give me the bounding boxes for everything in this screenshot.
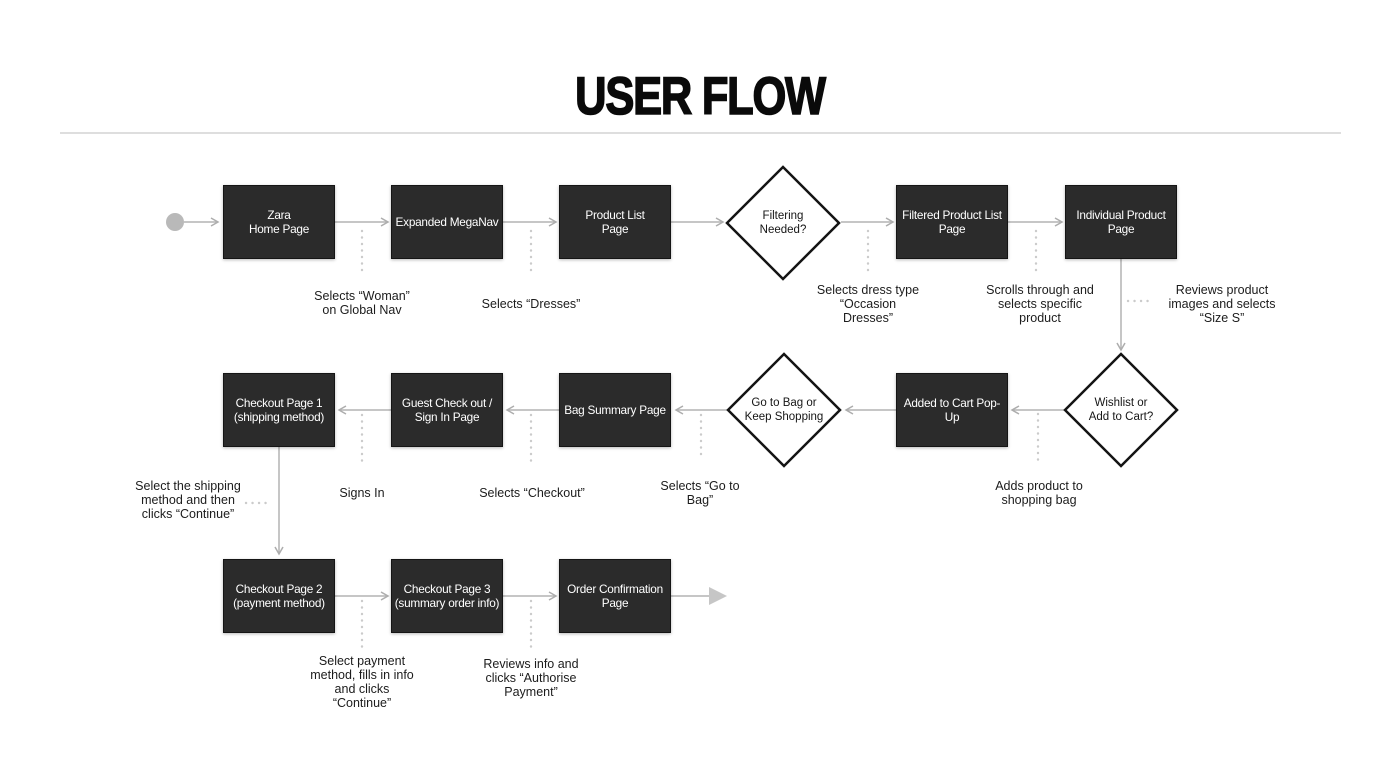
annotation-reviews-info: Reviews info and clicks “Authorise Payme… xyxy=(483,657,579,699)
node-label: Bag Summary Page xyxy=(564,403,666,417)
end-arrowhead xyxy=(709,587,727,605)
annotation-selects-dresses: Selects “Dresses” xyxy=(481,297,581,311)
annotation-selects-go-to-bag: Selects “Go to Bag” xyxy=(660,479,740,507)
node-label-go-to-bag: Go to Bag or Keep Shopping xyxy=(744,397,824,423)
node-individual-product-page: Individual Product Page xyxy=(1065,185,1177,259)
node-checkout-page-1: Checkout Page 1 (shipping method) xyxy=(223,373,335,447)
annotation-adds-product: Adds product to shopping bag xyxy=(995,479,1083,507)
annotation-selects-woman: Selects “Woman” on Global Nav xyxy=(314,289,410,317)
annotation-scrolls-through: Scrolls through and selects specific pro… xyxy=(986,283,1094,325)
node-checkout-page-2: Checkout Page 2 (payment method) xyxy=(223,559,335,633)
annotation-selects-checkout: Selects “Checkout” xyxy=(479,486,585,500)
node-label: Expanded MegaNav xyxy=(395,215,499,229)
node-order-confirmation-page: Order Confirmation Page xyxy=(559,559,671,633)
node-label: Zara Home Page xyxy=(248,208,310,236)
node-checkout-page-3: Checkout Page 3 (summary order info) xyxy=(391,559,503,633)
node-zara-home-page: Zara Home Page xyxy=(223,185,335,259)
node-label-filtering-needed: Filtering Needed? xyxy=(759,210,807,236)
start-node xyxy=(166,213,184,231)
annotation-select-payment: Select payment method, fills in info and… xyxy=(310,654,414,710)
node-added-to-cart-popup: Added to Cart Pop- Up xyxy=(896,373,1008,447)
annotation-select-shipping: Select the shipping method and then clic… xyxy=(135,479,241,521)
node-label: Guest Check out / Sign In Page xyxy=(401,396,493,424)
annotation-signs-in: Signs In xyxy=(339,486,385,500)
node-label: Checkout Page 3 (summary order info) xyxy=(394,582,500,610)
node-filtered-product-list-page: Filtered Product List Page xyxy=(896,185,1008,259)
node-label: Individual Product Page xyxy=(1076,208,1166,236)
node-bag-summary-page: Bag Summary Page xyxy=(559,373,671,447)
node-label: Filtered Product List Page xyxy=(902,208,1002,236)
node-label: Checkout Page 1 (shipping method) xyxy=(233,396,325,424)
annotation-reviews-product: Reviews product images and selects “Size… xyxy=(1168,283,1276,325)
node-label: Checkout Page 2 (payment method) xyxy=(233,582,325,610)
node-label: Product List Page xyxy=(585,208,645,236)
title-divider xyxy=(60,132,1341,134)
annotation-selects-dress-type: Selects dress type “Occasion Dresses” xyxy=(816,283,920,325)
node-expanded-meganav: Expanded MegaNav xyxy=(391,185,503,259)
node-guest-checkout-sign-in: Guest Check out / Sign In Page xyxy=(391,373,503,447)
node-label: Order Confirmation Page xyxy=(567,582,663,610)
node-product-list-page: Product List Page xyxy=(559,185,671,259)
page-title: USER FLOW xyxy=(575,67,827,126)
node-label: Added to Cart Pop- Up xyxy=(903,396,1001,424)
node-label-wishlist: Wishlist or Add to Cart? xyxy=(1088,397,1154,423)
